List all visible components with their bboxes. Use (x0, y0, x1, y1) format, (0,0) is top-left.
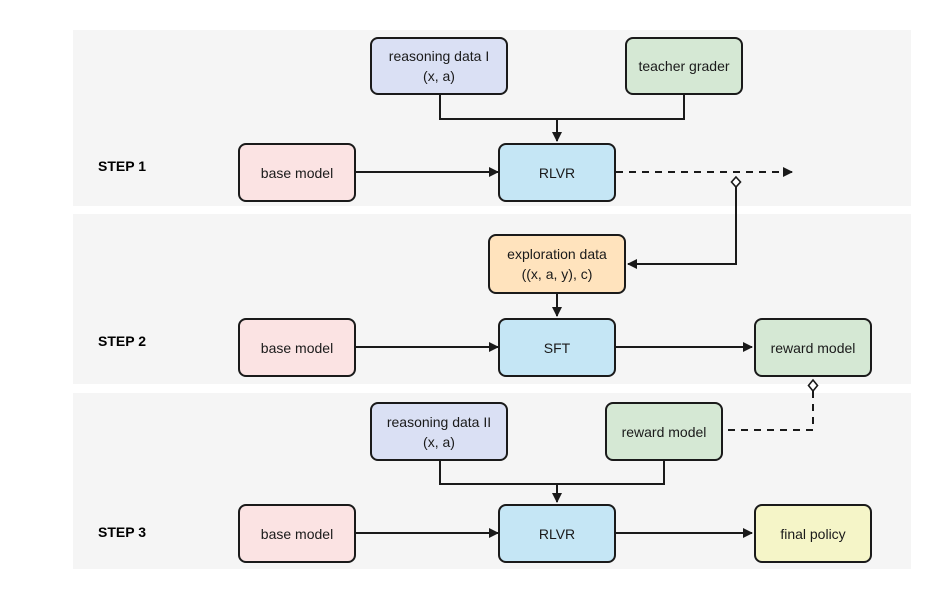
exploration-data-subtitle: ((x, a, y), c) (521, 266, 593, 282)
dashed-reward-model-link (724, 391, 814, 431)
arrow-teacher-grader-to-rlvr (557, 95, 685, 120)
reasoning-data-1-title: reasoning data I (388, 48, 490, 64)
reward-model-3-node: reward model (605, 402, 723, 461)
arrow-rlvr-to-exploration-data (627, 186, 737, 269)
final-policy-label: final policy (780, 525, 846, 542)
base-model-3-node: base model (238, 504, 356, 563)
rlvr-1-node: RLVR (498, 143, 616, 202)
reward-model-3-label: reward model (621, 423, 707, 440)
reasoning-data-2-subtitle: (x, a) (423, 433, 455, 450)
arrow-reward-model-3-to-rlvr (557, 461, 665, 485)
base-model-2-label: base model (260, 339, 334, 356)
final-policy-node: final policy (754, 504, 872, 563)
reasoning-data-2-node: reasoning data II (x, a) (370, 402, 508, 461)
teacher-grader-node: teacher grader (625, 37, 743, 95)
diamond-connector-step-2 (807, 378, 819, 393)
reasoning-data-1-subtitle: (x, a) (423, 68, 455, 84)
step-3-label: STEP 3 (98, 524, 146, 540)
base-model-1-node: base model (238, 143, 356, 202)
rlvr-3-node: RLVR (498, 504, 616, 563)
sft-node: SFT (498, 318, 616, 377)
exploration-data-node: exploration data ((x, a, y), c) (488, 234, 626, 294)
base-model-2-node: base model (238, 318, 356, 377)
reward-model-2-label: reward model (770, 339, 856, 356)
diamond-connector-step-1 (730, 175, 742, 189)
exploration-data-title: exploration data (507, 246, 607, 262)
arrow-reasoning-1-to-rlvr (439, 95, 562, 142)
rlvr-3-label: RLVR (538, 525, 576, 542)
teacher-grader-label: teacher grader (638, 58, 730, 74)
reward-model-2-node: reward model (754, 318, 872, 377)
base-model-3-label: base model (260, 525, 334, 542)
step-2-label: STEP 2 (98, 333, 146, 349)
step-1-label: STEP 1 (98, 158, 146, 174)
sft-label: SFT (543, 339, 571, 356)
reasoning-data-1-node: reasoning data I (x, a) (370, 37, 508, 95)
base-model-1-label: base model (260, 164, 334, 181)
arrow-reasoning-2-to-rlvr (439, 461, 562, 503)
rlvr-1-label: RLVR (538, 164, 576, 181)
reasoning-data-2-title: reasoning data II (386, 413, 492, 430)
